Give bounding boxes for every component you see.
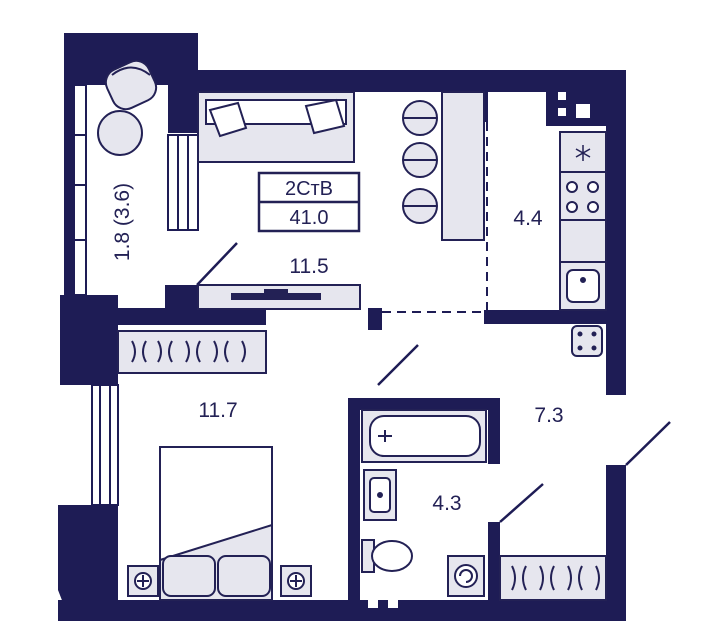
- bathroom-area-label: 4.3: [432, 492, 461, 515]
- bathroom-top-wall: [348, 398, 498, 410]
- living-door: [196, 242, 238, 286]
- washing-machine-icon: [447, 555, 485, 597]
- vent-gap-2: [388, 590, 398, 608]
- type-badge: 2СтВ 41.0: [257, 171, 361, 233]
- bedroom-door: [377, 344, 419, 386]
- fan-icon: [575, 145, 591, 161]
- balcony-window: [73, 84, 87, 296]
- top-wall: [168, 70, 578, 92]
- nightstand-icon: [280, 565, 312, 597]
- living-bedroom-wall-stub: [368, 308, 382, 330]
- sofa-icon: [197, 91, 355, 163]
- bathroom-right-wall-upper: [488, 398, 500, 464]
- panel-icon: [571, 325, 603, 357]
- bathtub-icon: [361, 409, 487, 463]
- kitchen-boundary: [382, 92, 488, 313]
- bathroom-sink-icon: [363, 469, 397, 521]
- balcony-area-label: 1.8 (3.6): [111, 183, 134, 261]
- round-table-icon: [97, 110, 143, 156]
- furniture: [97, 59, 607, 601]
- bottom-wall: [58, 600, 626, 621]
- entrance-door: [625, 421, 671, 466]
- left-wall-middle: [60, 295, 118, 385]
- bathroom-door: [499, 483, 544, 523]
- hallway-area-label: 7.3: [534, 404, 563, 427]
- bed-icon: [159, 446, 273, 601]
- armchair-icon: [104, 59, 158, 111]
- stove-icon: [566, 181, 599, 213]
- bedroom-window: [91, 384, 119, 506]
- kitchen-bottom-wall: [484, 310, 606, 324]
- shaft-marks: [558, 92, 590, 118]
- doors: [196, 242, 671, 523]
- wardrobe-icon: [117, 330, 267, 374]
- kitchen-area-label: 4.4: [513, 207, 543, 230]
- bar-counter: [441, 91, 485, 241]
- right-wall-lower: [606, 465, 626, 605]
- kitchen-sink-icon: [566, 269, 600, 303]
- bathroom-right-wall-lower: [488, 522, 500, 602]
- living-area-label: 11.5: [289, 255, 328, 278]
- nightstand-icon: [127, 565, 159, 597]
- toilet-icon: [361, 539, 413, 573]
- bathroom-left-wall: [348, 400, 360, 600]
- left-wall-lower: [58, 505, 118, 621]
- apartment-type-label: 2СтВ: [285, 178, 333, 200]
- living-bedroom-wall-left: [118, 308, 266, 325]
- entry-wardrobe-icon: [499, 555, 607, 601]
- windows: [73, 84, 398, 608]
- right-wall-upper: [606, 70, 626, 395]
- total-area-label: 41.0: [290, 207, 329, 229]
- tv-unit-icon: [197, 284, 361, 310]
- bedroom-area-label: 11.7: [198, 399, 237, 422]
- vent-gap-1: [368, 590, 378, 608]
- living-window: [167, 134, 199, 231]
